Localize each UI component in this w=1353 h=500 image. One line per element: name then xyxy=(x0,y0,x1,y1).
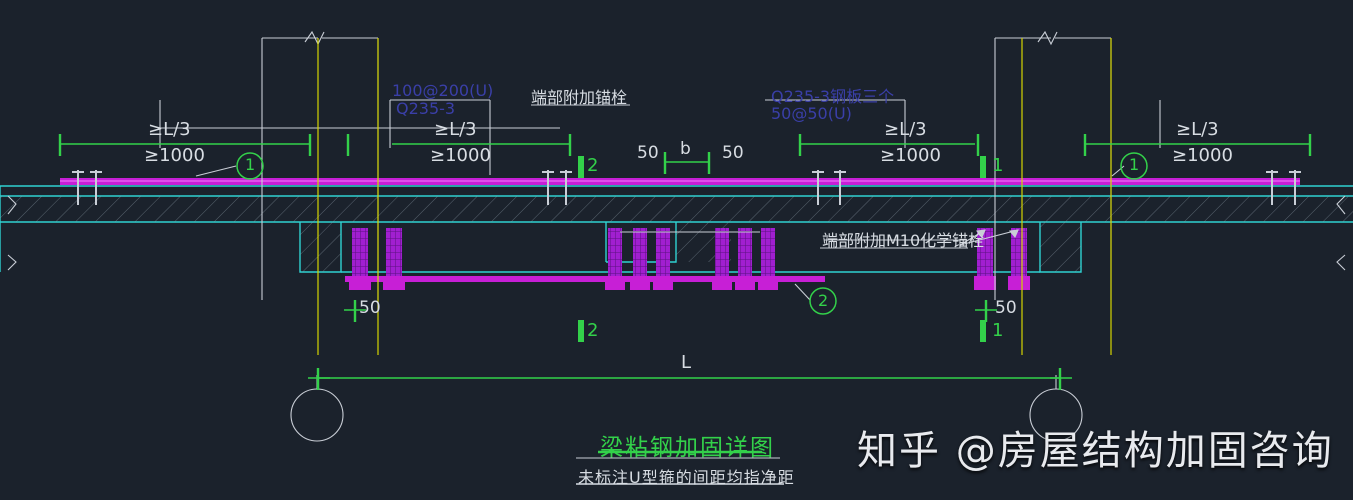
title-underline xyxy=(576,450,784,485)
axis-lines xyxy=(317,38,1112,355)
section-marker-2-bottom: 2 xyxy=(587,320,599,341)
section-marker-1-bottom: 1 xyxy=(992,320,1004,341)
anchor-bolt-group xyxy=(72,170,1301,205)
dim-right-outer-bottom: ≥1000 xyxy=(1172,145,1233,166)
steel-spec-right-line2: 50@50(U) xyxy=(771,104,852,123)
dimension-ticks xyxy=(58,134,1312,390)
dim-bottom-right-50: 50 xyxy=(995,298,1017,318)
end-anchor-top-label: 端部附加锚栓 xyxy=(531,88,628,107)
steel-spec-right-line1: Q235-3钢板三个 xyxy=(771,87,895,106)
dim-left-inner-bottom: ≥1000 xyxy=(430,145,491,166)
dim-right-inner-bottom: ≥1000 xyxy=(880,145,941,166)
dim-left-inner-top: ≥L/3 xyxy=(434,119,477,140)
drawing-subtitle: 未标注U型箍的间距均指净距 xyxy=(578,468,795,487)
dim-right-inner-top: ≥L/3 xyxy=(884,119,927,140)
slab-hatch xyxy=(0,196,1353,272)
bubble-1-left: 1 xyxy=(245,155,256,174)
dim-left-outer-bottom: ≥1000 xyxy=(144,145,205,166)
dim-bottom-left-50: 50 xyxy=(359,298,381,318)
drawing-title: 梁粘钢加固详图 xyxy=(600,435,775,461)
bubble-callouts xyxy=(236,152,1148,315)
dim-right-outer-top: ≥L/3 xyxy=(1176,119,1219,140)
end-anchor-chem-label: 端部附加M10化学锚栓 xyxy=(822,231,985,250)
dim-mid-right-50: 50 xyxy=(722,143,744,163)
section-marker-1-top: 1 xyxy=(992,155,1004,176)
bubble-1-right: 1 xyxy=(1129,155,1140,174)
bubble-2: 2 xyxy=(818,291,829,310)
watermark: 知乎 @房屋结构加固咨询 xyxy=(857,428,1334,474)
dimension-lines xyxy=(60,143,1310,379)
dim-span-total: L xyxy=(681,352,692,373)
section-marker-bars xyxy=(578,156,986,342)
steel-spec-left-line1: 100@200(U) xyxy=(392,81,494,100)
steel-spec-left-line2: Q235-3 xyxy=(396,99,456,118)
dim-left-outer-top: ≥L/3 xyxy=(148,119,191,140)
bonded-steel-plate-group xyxy=(60,178,1300,282)
u-stirrup-group xyxy=(349,228,1030,290)
dim-mid-b: b xyxy=(680,139,691,159)
section-marker-2-top: 2 xyxy=(587,155,599,176)
dim-mid-left-50: 50 xyxy=(637,143,659,163)
